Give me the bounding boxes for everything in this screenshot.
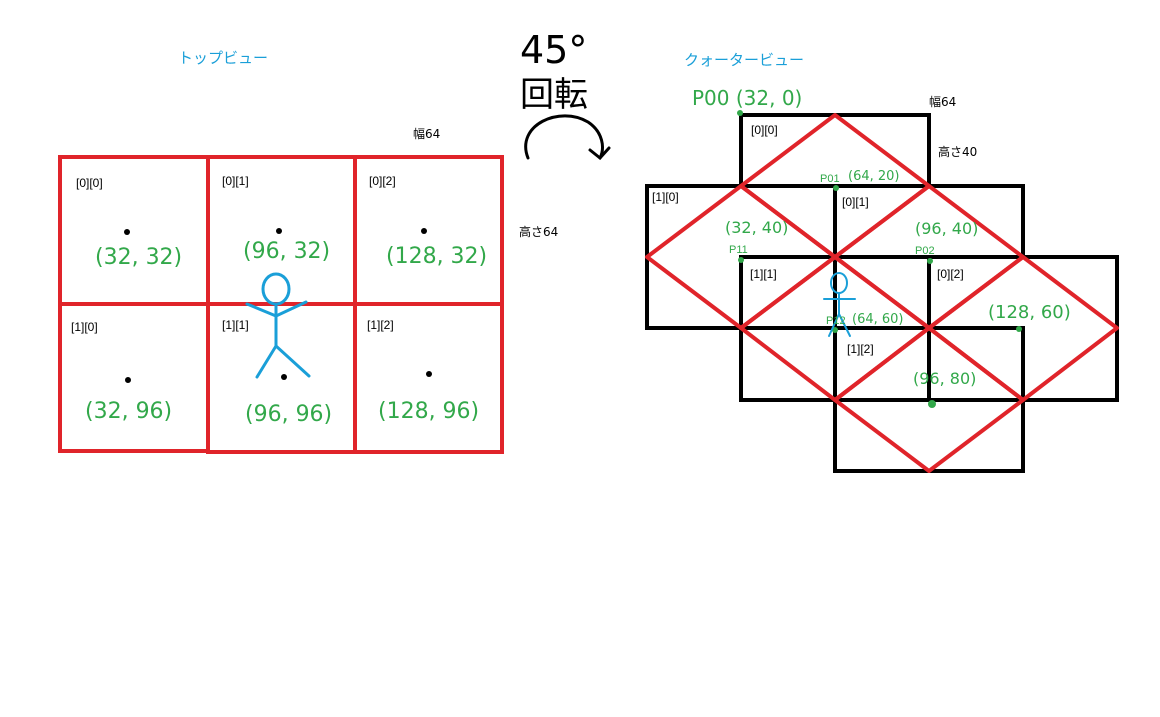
top-cell-index: [1][0]	[71, 320, 98, 334]
top-view-title: トップビュー	[178, 49, 268, 67]
top-cell-index: [1][2]	[367, 318, 394, 332]
rotate-arrow-icon	[524, 114, 611, 161]
center-dot	[125, 377, 131, 383]
top-cell-coord: (96, 96)	[245, 402, 332, 427]
p00-label: P00 (32, 0)	[692, 86, 802, 110]
center-dot	[124, 229, 130, 235]
quarter-coord: (32, 40)	[725, 218, 788, 237]
top-cell-coord: (32, 96)	[85, 399, 172, 424]
point-marker	[927, 258, 933, 264]
top-view-height-label: 高さ64	[519, 224, 558, 239]
point-label: P12	[826, 315, 846, 327]
quarter-view: クォータービュー 幅64 高さ40 P00 (32, 0) [0][0] [1]…	[645, 51, 1119, 473]
quarter-cell-index: [1][0]	[652, 190, 679, 204]
top-center-dots	[124, 228, 432, 383]
quarter-cell-index: [0][2]	[937, 267, 964, 281]
quarter-cell-index: [1][1]	[750, 267, 777, 281]
stick-figure-icon	[823, 272, 856, 337]
point-marker	[928, 400, 936, 408]
quarter-points	[737, 110, 1022, 408]
quarter-cell-index: [1][2]	[847, 342, 874, 356]
quarter-view-title: クォータービュー	[684, 51, 804, 69]
quarter-view-height-label: 高さ40	[938, 144, 977, 159]
point-marker	[738, 257, 744, 263]
top-cell-1-2	[353, 302, 504, 454]
top-cell-coord: (128, 32)	[386, 244, 487, 269]
center-dot	[281, 374, 287, 380]
point-marker	[1016, 326, 1022, 332]
top-cell-index: [0][2]	[369, 174, 396, 188]
quarter-cell-index: [0][0]	[751, 123, 778, 137]
center-dot	[421, 228, 427, 234]
point-coord: (64, 20)	[848, 169, 900, 184]
top-cell-index: [0][1]	[222, 174, 249, 188]
quarter-coord: (96, 80)	[913, 369, 976, 388]
point-label: P02	[915, 245, 935, 257]
top-cell-coord: (96, 32)	[243, 239, 330, 264]
stick-figure-icon	[245, 272, 311, 379]
top-view: トップビュー 幅64 高さ64 [0][0] [0][1] [0][2] [1]…	[58, 49, 558, 454]
point-marker	[833, 185, 839, 191]
top-cell-coord: (128, 96)	[378, 399, 479, 424]
quarter-cell-index: [0][1]	[842, 195, 869, 209]
rotation-label: 回転	[520, 75, 588, 115]
top-view-width-label: 幅64	[413, 126, 440, 141]
center-dot	[426, 371, 432, 377]
center-dot	[276, 228, 282, 234]
quarter-coord: (128, 60)	[988, 302, 1071, 323]
point-coord: (64, 60)	[852, 312, 904, 327]
diamond-tile	[833, 326, 1025, 473]
rotation-angle: 45°	[520, 28, 587, 72]
top-cell-coord: (32, 32)	[95, 245, 182, 270]
point-marker	[737, 110, 743, 116]
point-label: P01	[820, 173, 840, 185]
top-cell-index: [1][1]	[222, 318, 249, 332]
top-cell-index: [0][0]	[76, 176, 103, 190]
quarter-view-diamonds	[645, 113, 1119, 473]
rotation-annotation: 45° 回転	[520, 28, 611, 161]
quarter-view-width-label: 幅64	[929, 94, 956, 109]
quarter-coord: (96, 40)	[915, 219, 978, 238]
point-label: P11	[729, 244, 748, 256]
